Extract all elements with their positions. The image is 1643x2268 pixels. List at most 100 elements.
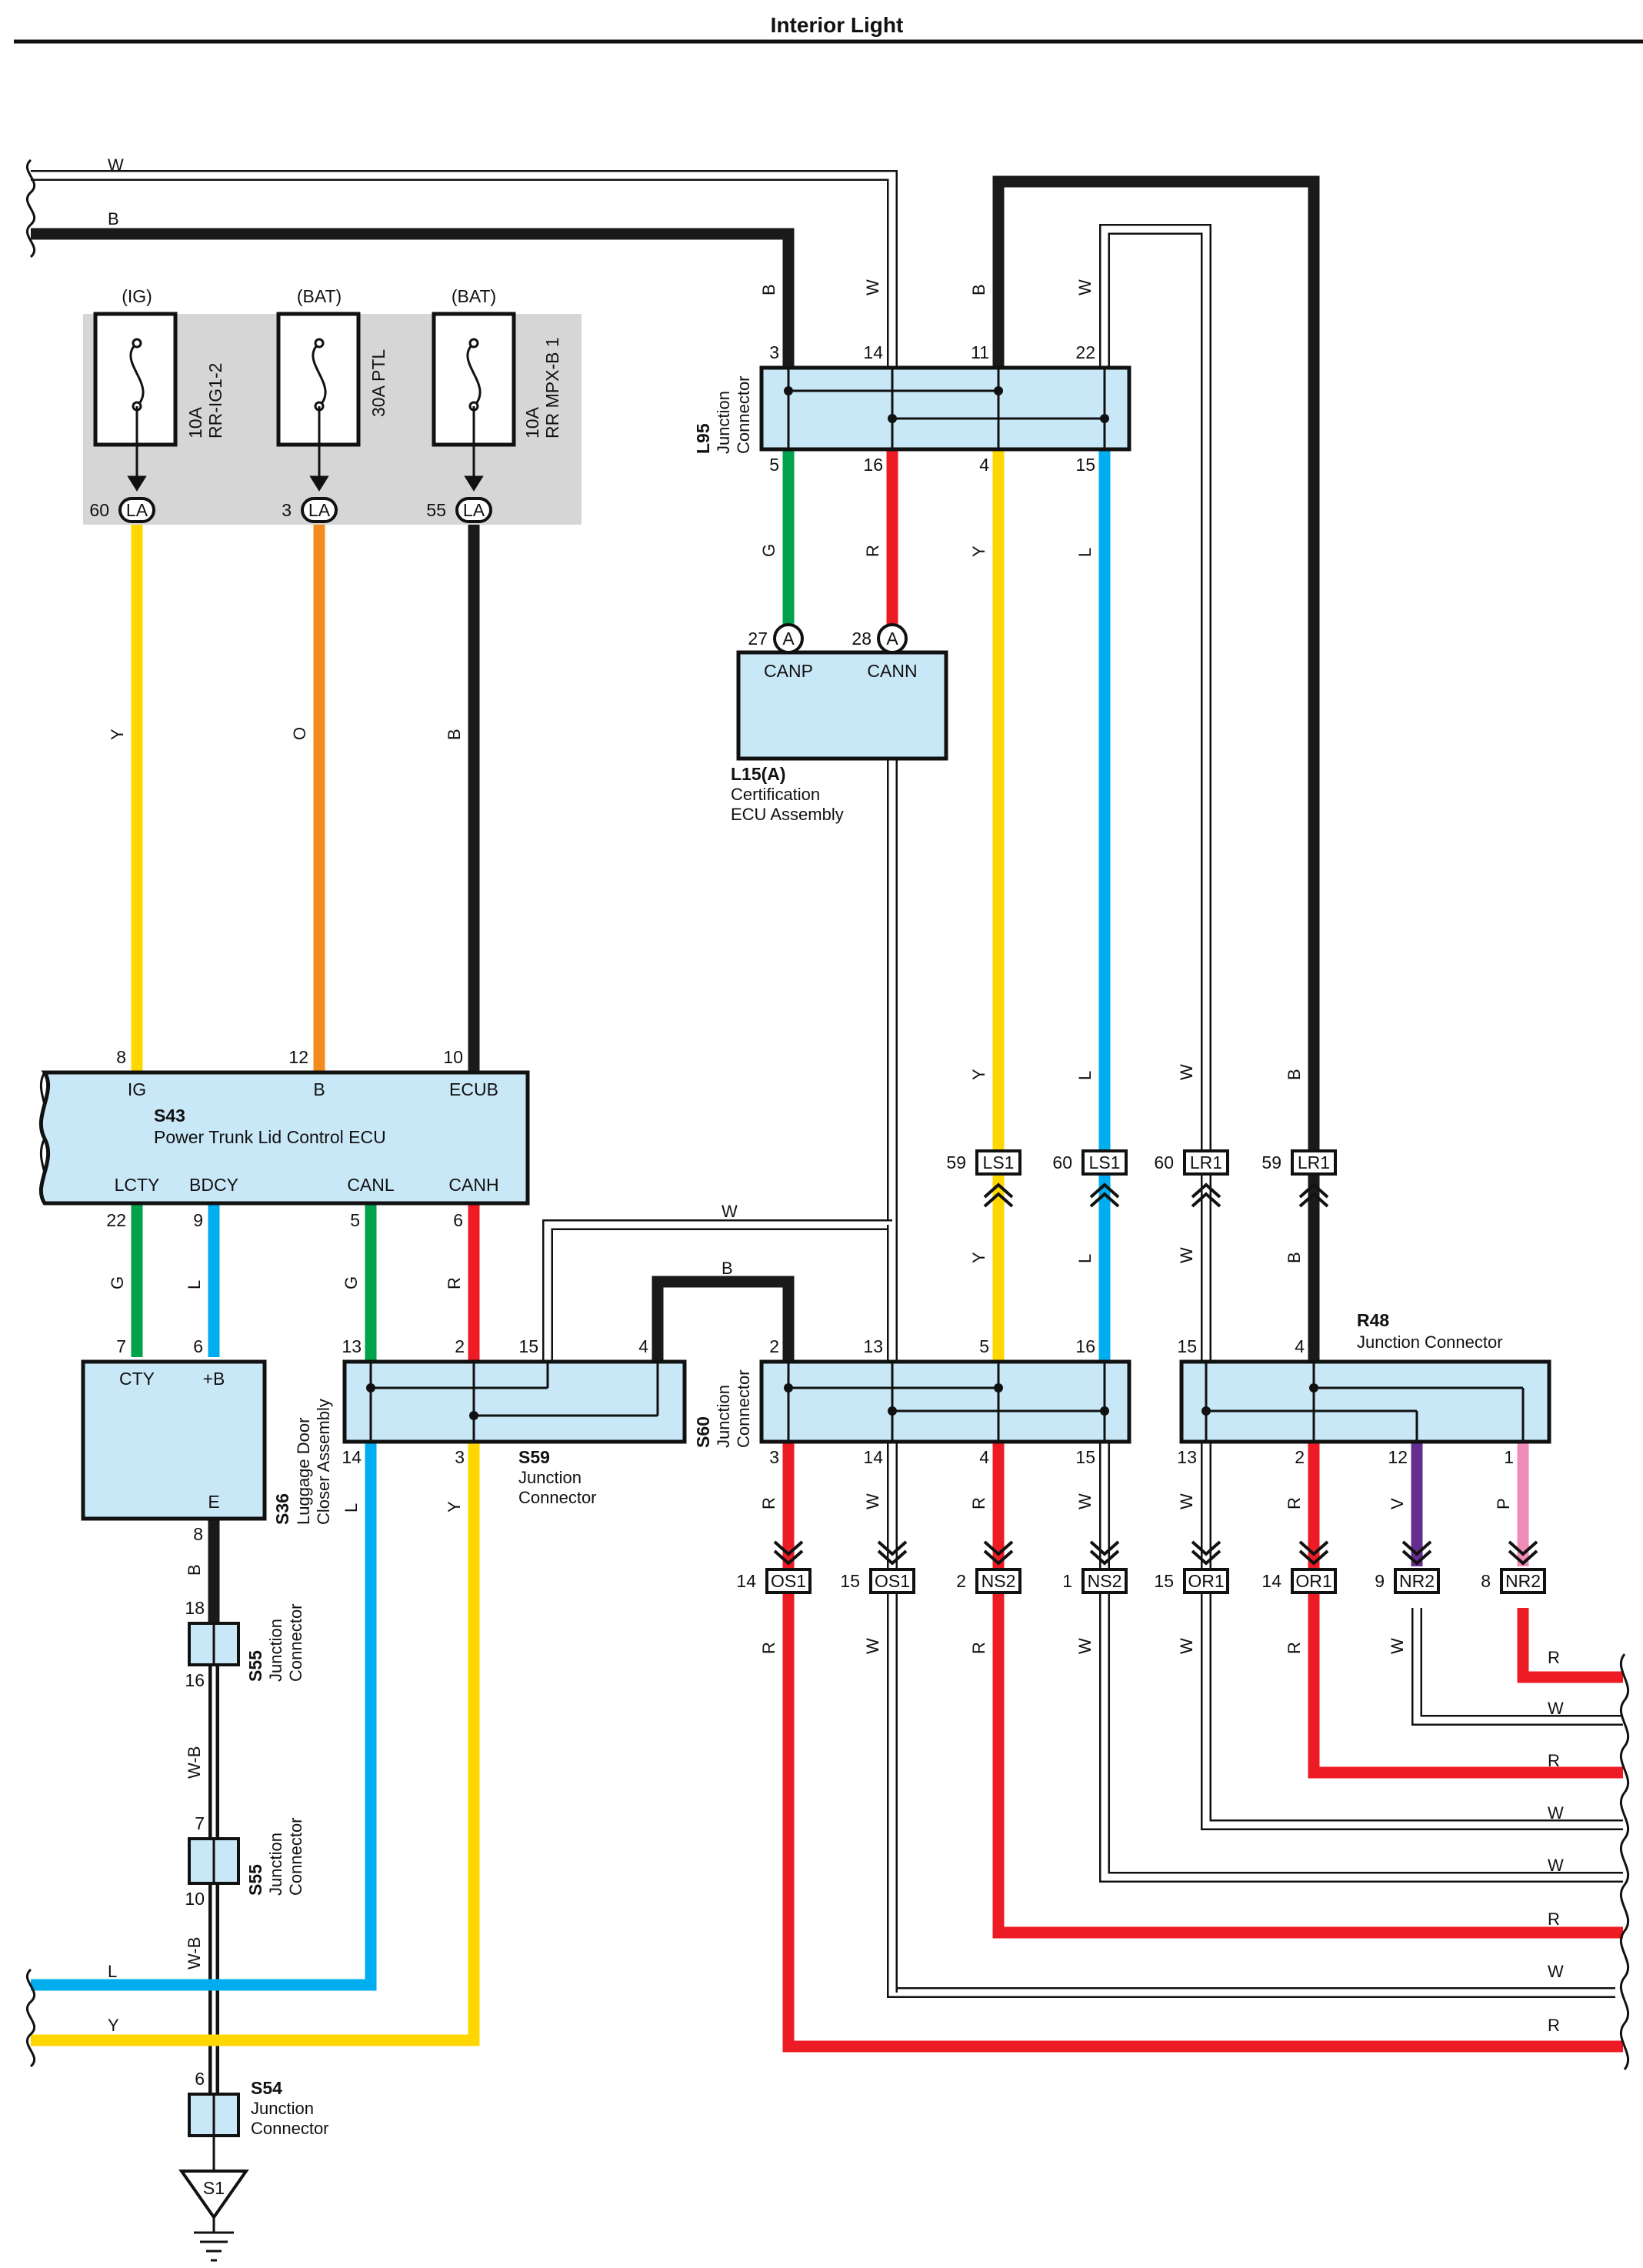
- connector-box: [765, 1568, 812, 1594]
- fuse-element-icon: [312, 342, 327, 408]
- connector-pin: 60: [1154, 1152, 1174, 1172]
- s55a-pin: 16: [185, 1670, 205, 1690]
- s60-body: [759, 1359, 1131, 1444]
- s55b-pin: 10: [185, 1889, 205, 1909]
- connector-box: [975, 1149, 1021, 1176]
- wire-label: L: [1075, 548, 1095, 557]
- r48-junction-dot: [1309, 1383, 1318, 1392]
- s43-pin-number: 6: [453, 1210, 463, 1230]
- s55-connector-a: 18 16 S55 Junction Connector: [185, 1598, 305, 1690]
- s60-junction-dot: [994, 1383, 1003, 1392]
- l15-conn-a-label: A: [886, 629, 898, 649]
- s60-bus-line: [788, 1386, 1105, 1412]
- l15-pin-name: CANN: [867, 661, 917, 681]
- l95-pin: 16: [863, 455, 883, 475]
- la-connector-label: LA: [126, 500, 148, 520]
- s59-bus-line: [369, 1362, 659, 1442]
- wire-s59-y: [31, 1442, 480, 2046]
- wire-label: G: [759, 544, 778, 557]
- wire-label: W: [108, 155, 124, 175]
- s43-pin-number: 22: [106, 1210, 126, 1230]
- fuse-supply-label: (BAT): [452, 286, 496, 306]
- s60-name1: Junction: [714, 1385, 733, 1448]
- r48-pin: 15: [1177, 1336, 1197, 1356]
- s60-junction-dot: [888, 1406, 897, 1416]
- s43-pin-name: IG: [128, 1079, 146, 1099]
- wire-layer: [31, 170, 1623, 2171]
- r48-pin: 4: [1295, 1336, 1305, 1356]
- l95-junction-dot: [994, 386, 1003, 395]
- wire-label: R: [759, 1497, 778, 1509]
- wire-label: W: [863, 279, 882, 295]
- s59-pin: 13: [342, 1336, 362, 1356]
- chevron-down-icon: [773, 1540, 804, 1566]
- wire-label: G: [108, 1276, 127, 1289]
- wire-label: L: [108, 1962, 117, 1981]
- wire-label: W: [1075, 279, 1095, 295]
- s59-pin: 14: [342, 1447, 362, 1467]
- s54-name1: Junction: [251, 2099, 314, 2118]
- wire-label: R: [969, 1497, 988, 1509]
- s55b-pin: 7: [195, 1813, 205, 1833]
- l95-junction-connector: 3 14 11 22 5 16 4 15 L95 Junction Connec…: [693, 342, 1131, 475]
- connector-name: OR1: [1295, 1571, 1331, 1591]
- s60-junction-dot: [1100, 1406, 1109, 1416]
- fuse-element-icon: [466, 342, 482, 408]
- l95-bus-line: [787, 368, 1106, 449]
- l95-pin: 3: [769, 342, 779, 362]
- la-connector-label: LA: [463, 500, 485, 520]
- s36-name-line2: Closer Assembly: [314, 1399, 333, 1525]
- chevron-down-icon: [1401, 1540, 1432, 1566]
- l95-name1: Junction: [714, 391, 733, 454]
- s43-pin-name: CANH: [448, 1175, 498, 1195]
- fuse-rr-mpx-b1: (BAT) 10A RR MPX-B 1: [432, 286, 562, 447]
- connector-nr2-8: NR2 8: [1481, 1540, 1546, 1594]
- wire-label: G: [342, 1276, 361, 1289]
- l95-internal-bus: [787, 368, 1106, 449]
- wire-label: Y: [969, 1252, 988, 1263]
- wire-label: Y: [969, 545, 988, 557]
- wire-label: O: [290, 727, 309, 740]
- r48-internal-bus: [1205, 1362, 1525, 1442]
- s43-pin-name: ECUB: [449, 1079, 498, 1099]
- s60-pin: 4: [979, 1447, 989, 1467]
- s60-pin: 13: [863, 1336, 883, 1356]
- r48-pin: 2: [1295, 1447, 1305, 1467]
- la-pin-number: 60: [89, 500, 109, 520]
- r48-name: Junction Connector: [1357, 1332, 1503, 1352]
- l15-body: [736, 650, 948, 761]
- chevron-down-icon: [1191, 1540, 1221, 1566]
- connector-box: [869, 1568, 915, 1594]
- connector-name: OS1: [875, 1571, 910, 1591]
- wire-label: B: [108, 209, 119, 228]
- s55a-name1: Junction: [266, 1619, 285, 1682]
- inline-connectors-lower: OS1 14 OS1 15 NS2 2 NS2 1 OR1 15: [736, 1540, 1546, 1594]
- s59-name1: Junction: [518, 1468, 582, 1487]
- connector-name: NR2: [1505, 1571, 1541, 1591]
- wire-label: B: [1285, 1252, 1304, 1263]
- wire-label: L: [1075, 1071, 1095, 1080]
- wire-label: Y: [108, 729, 127, 740]
- wire-label: W: [863, 1638, 882, 1654]
- wire-l95-b-loop: [992, 175, 1320, 1169]
- connector-pin: 15: [1154, 1571, 1174, 1591]
- wire-label: W: [1177, 1064, 1196, 1080]
- s36-pin-number: 7: [116, 1336, 126, 1356]
- wire-label: L: [185, 1280, 204, 1289]
- s55a-code: S55: [245, 1650, 265, 1682]
- s60-pin: 14: [863, 1447, 883, 1467]
- wire-top-b: [31, 228, 795, 368]
- la-connector: [118, 497, 155, 523]
- connector-name: LS1: [1089, 1152, 1121, 1172]
- l15-certification-ecu: A A 27 28 CANP CANN L15(A) Certification…: [731, 623, 948, 824]
- s59-bus-line: [371, 1386, 658, 1417]
- s60-pin: 16: [1075, 1336, 1095, 1356]
- wire-l95-w-loop-fill: [1101, 225, 1210, 1169]
- wire-s59-w-fill: [544, 1221, 892, 1362]
- connector-or1-15: OR1 15: [1154, 1540, 1229, 1594]
- s59-junction-connector: 13 2 15 4 14 3 S59 Junction Connector: [342, 1336, 687, 1507]
- wire-label: B: [759, 284, 778, 295]
- wire-label: W: [1548, 1856, 1564, 1875]
- wire-label: W: [1075, 1638, 1095, 1654]
- wire-label: R: [1285, 1642, 1304, 1654]
